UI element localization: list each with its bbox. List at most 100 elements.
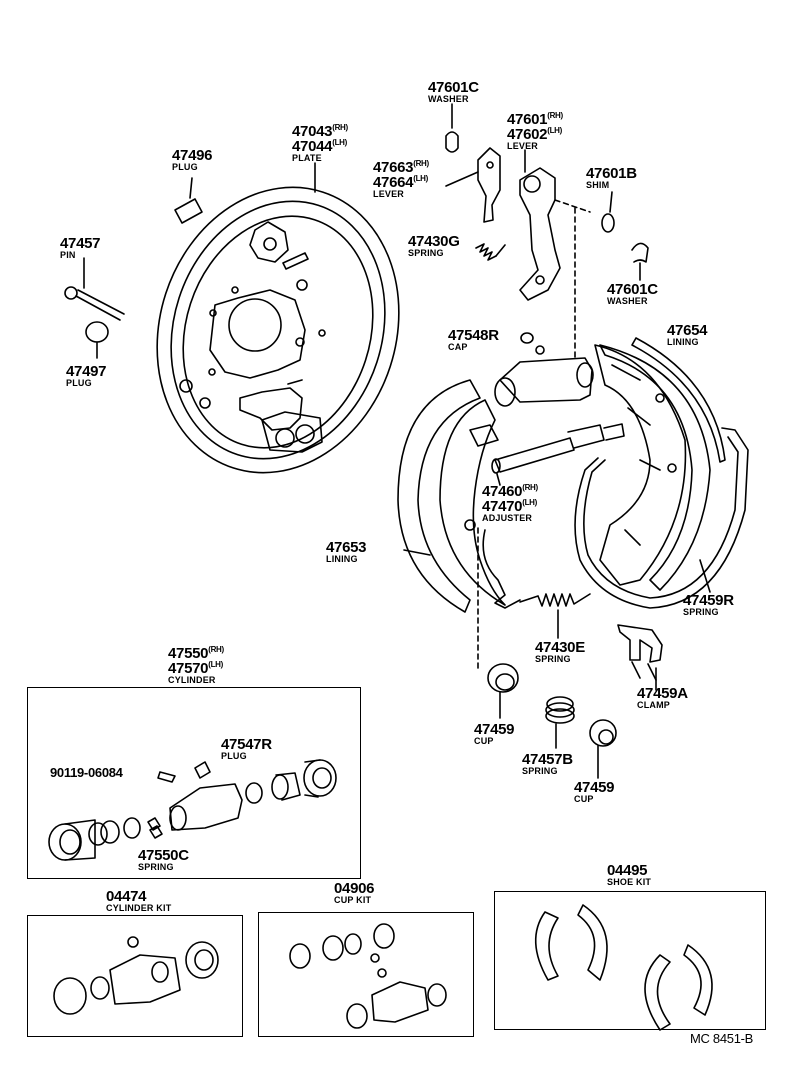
label-47430g: 47430G SPRING: [408, 234, 460, 258]
part-number: 47547R: [221, 736, 272, 753]
label-47547r: 47547R PLUG: [221, 737, 272, 761]
part-name: PLUG: [221, 751, 247, 761]
spring-47459r-drawing: [574, 427, 749, 609]
label-47496: 47496 PLUG: [172, 147, 213, 172]
label-47663-47664: 47663(RH) 47664(LH) LEVER: [373, 160, 429, 199]
label-47457: 47457 PIN: [60, 235, 101, 260]
part-name: SHOE KIT: [607, 877, 652, 887]
label-47550c: 47550C SPRING: [138, 848, 189, 872]
part-name: LEVER: [507, 141, 539, 151]
part-name: WASHER: [607, 296, 648, 306]
part-number: 47470: [482, 498, 523, 515]
part-number: 47601C: [607, 281, 658, 298]
spring-47430e-drawing: [519, 593, 591, 639]
part-number: 04495: [607, 862, 648, 879]
part-number: 47664: [373, 174, 414, 191]
part-name: SPRING: [522, 766, 558, 776]
side-marker: (RH): [522, 483, 538, 492]
part-name: SPRING: [683, 607, 719, 617]
shoe-kit-04495-drawing: [534, 904, 713, 1031]
lining-47654-drawing: [599, 344, 711, 591]
washer-47601c-bottom-drawing: [631, 242, 649, 281]
part-number: 47459R: [683, 592, 734, 609]
part-number: 47457B: [522, 751, 573, 768]
diagram-code: MC 8451-B: [690, 1031, 754, 1046]
part-number: 47601B: [586, 165, 637, 182]
part-number: 04474: [106, 888, 147, 905]
part-number: 47497: [66, 363, 107, 380]
label-47460-47470: 47460(RH) 47470(LH) ADJUSTER: [482, 484, 538, 523]
lever-47663-drawing: [445, 147, 501, 223]
lining-47653-drawing: [397, 379, 481, 613]
side-marker: (LH): [522, 498, 538, 507]
part-number: 47459A: [637, 685, 688, 702]
part-number: 47654: [667, 322, 708, 339]
lever-47601-drawing: [519, 149, 591, 361]
part-number: 47548R: [448, 327, 499, 344]
label-04495: 04495 SHOE KIT: [607, 863, 651, 887]
part-name: CAP: [448, 342, 468, 352]
part-name: SPRING: [408, 248, 444, 258]
part-number: 47430G: [408, 233, 460, 250]
part-number: 47496: [172, 147, 213, 164]
label-47430e: 47430E SPRING: [535, 640, 585, 664]
part-number: 47602: [507, 126, 548, 143]
part-number: 47044: [292, 138, 333, 155]
part-number: 47043: [292, 123, 333, 140]
part-number: 47601C: [428, 79, 479, 96]
label-47459-left: 47459 CUP: [474, 721, 515, 746]
shoe-kit-box: [494, 891, 766, 1030]
label-47654: 47654 LINING: [667, 322, 708, 347]
part-name: LINING: [667, 337, 699, 347]
part-number: 47459: [474, 721, 515, 738]
part-number: 47653: [326, 539, 367, 556]
cylinder-kit-04474-drawing: [53, 936, 219, 1015]
pin-47457-drawing: [64, 257, 125, 321]
side-marker: (RH): [413, 159, 429, 168]
cup-kit-box: [258, 912, 474, 1037]
shim-47601b-drawing: [601, 191, 615, 233]
cup-47459-left-drawing: [487, 663, 519, 719]
label-47459r: 47459R SPRING: [683, 593, 734, 617]
side-marker: (RH): [547, 111, 563, 120]
label-47601c-top: 47601C WASHER: [428, 80, 479, 104]
part-name: PLATE: [292, 153, 322, 163]
part-number: 47663: [373, 159, 414, 176]
part-name: CYLINDER: [168, 675, 216, 685]
part-name: CUP: [474, 736, 494, 746]
part-name: LINING: [326, 554, 358, 564]
label-47550-47570: 47550(RH) 47570(LH) CYLINDER: [168, 646, 224, 685]
cylinder-detail-box: [27, 687, 361, 879]
part-name: PIN: [60, 250, 76, 260]
part-number: 47430E: [535, 639, 585, 656]
label-47459a: 47459A CLAMP: [637, 686, 688, 710]
part-number: 47457: [60, 235, 101, 252]
part-number: 47459: [574, 779, 615, 796]
label-04474: 04474 CYLINDER KIT: [106, 889, 171, 913]
part-number: 47550: [168, 645, 209, 662]
label-47601c-bottom: 47601C WASHER: [607, 282, 658, 306]
cylinder-kit-box: [27, 915, 243, 1037]
part-name: LEVER: [373, 189, 405, 199]
side-marker: (LH): [208, 660, 224, 669]
side-marker: (LH): [413, 174, 429, 183]
part-name: WASHER: [428, 94, 469, 104]
spring-47457b-drawing: [545, 696, 575, 749]
side-marker: (RH): [208, 645, 224, 654]
part-number: 47550C: [138, 847, 189, 864]
label-47653: 47653 LINING: [326, 539, 367, 564]
label-47457b: 47457B SPRING: [522, 752, 573, 776]
part-name: CUP KIT: [334, 895, 372, 905]
backing-plate-drawing: [156, 186, 400, 474]
cup-kit-04906-drawing: [289, 923, 447, 1029]
part-name: ADJUSTER: [482, 513, 533, 523]
part-number: 47460: [482, 483, 523, 500]
part-number: 04906: [334, 880, 375, 897]
wheel-cylinder-assembly-drawing: [494, 332, 594, 407]
cylinder-detail-drawing: [48, 759, 337, 861]
washer-47601c-top-drawing: [445, 103, 459, 153]
label-47497: 47497 PLUG: [66, 363, 107, 388]
part-number: 47570: [168, 660, 209, 677]
